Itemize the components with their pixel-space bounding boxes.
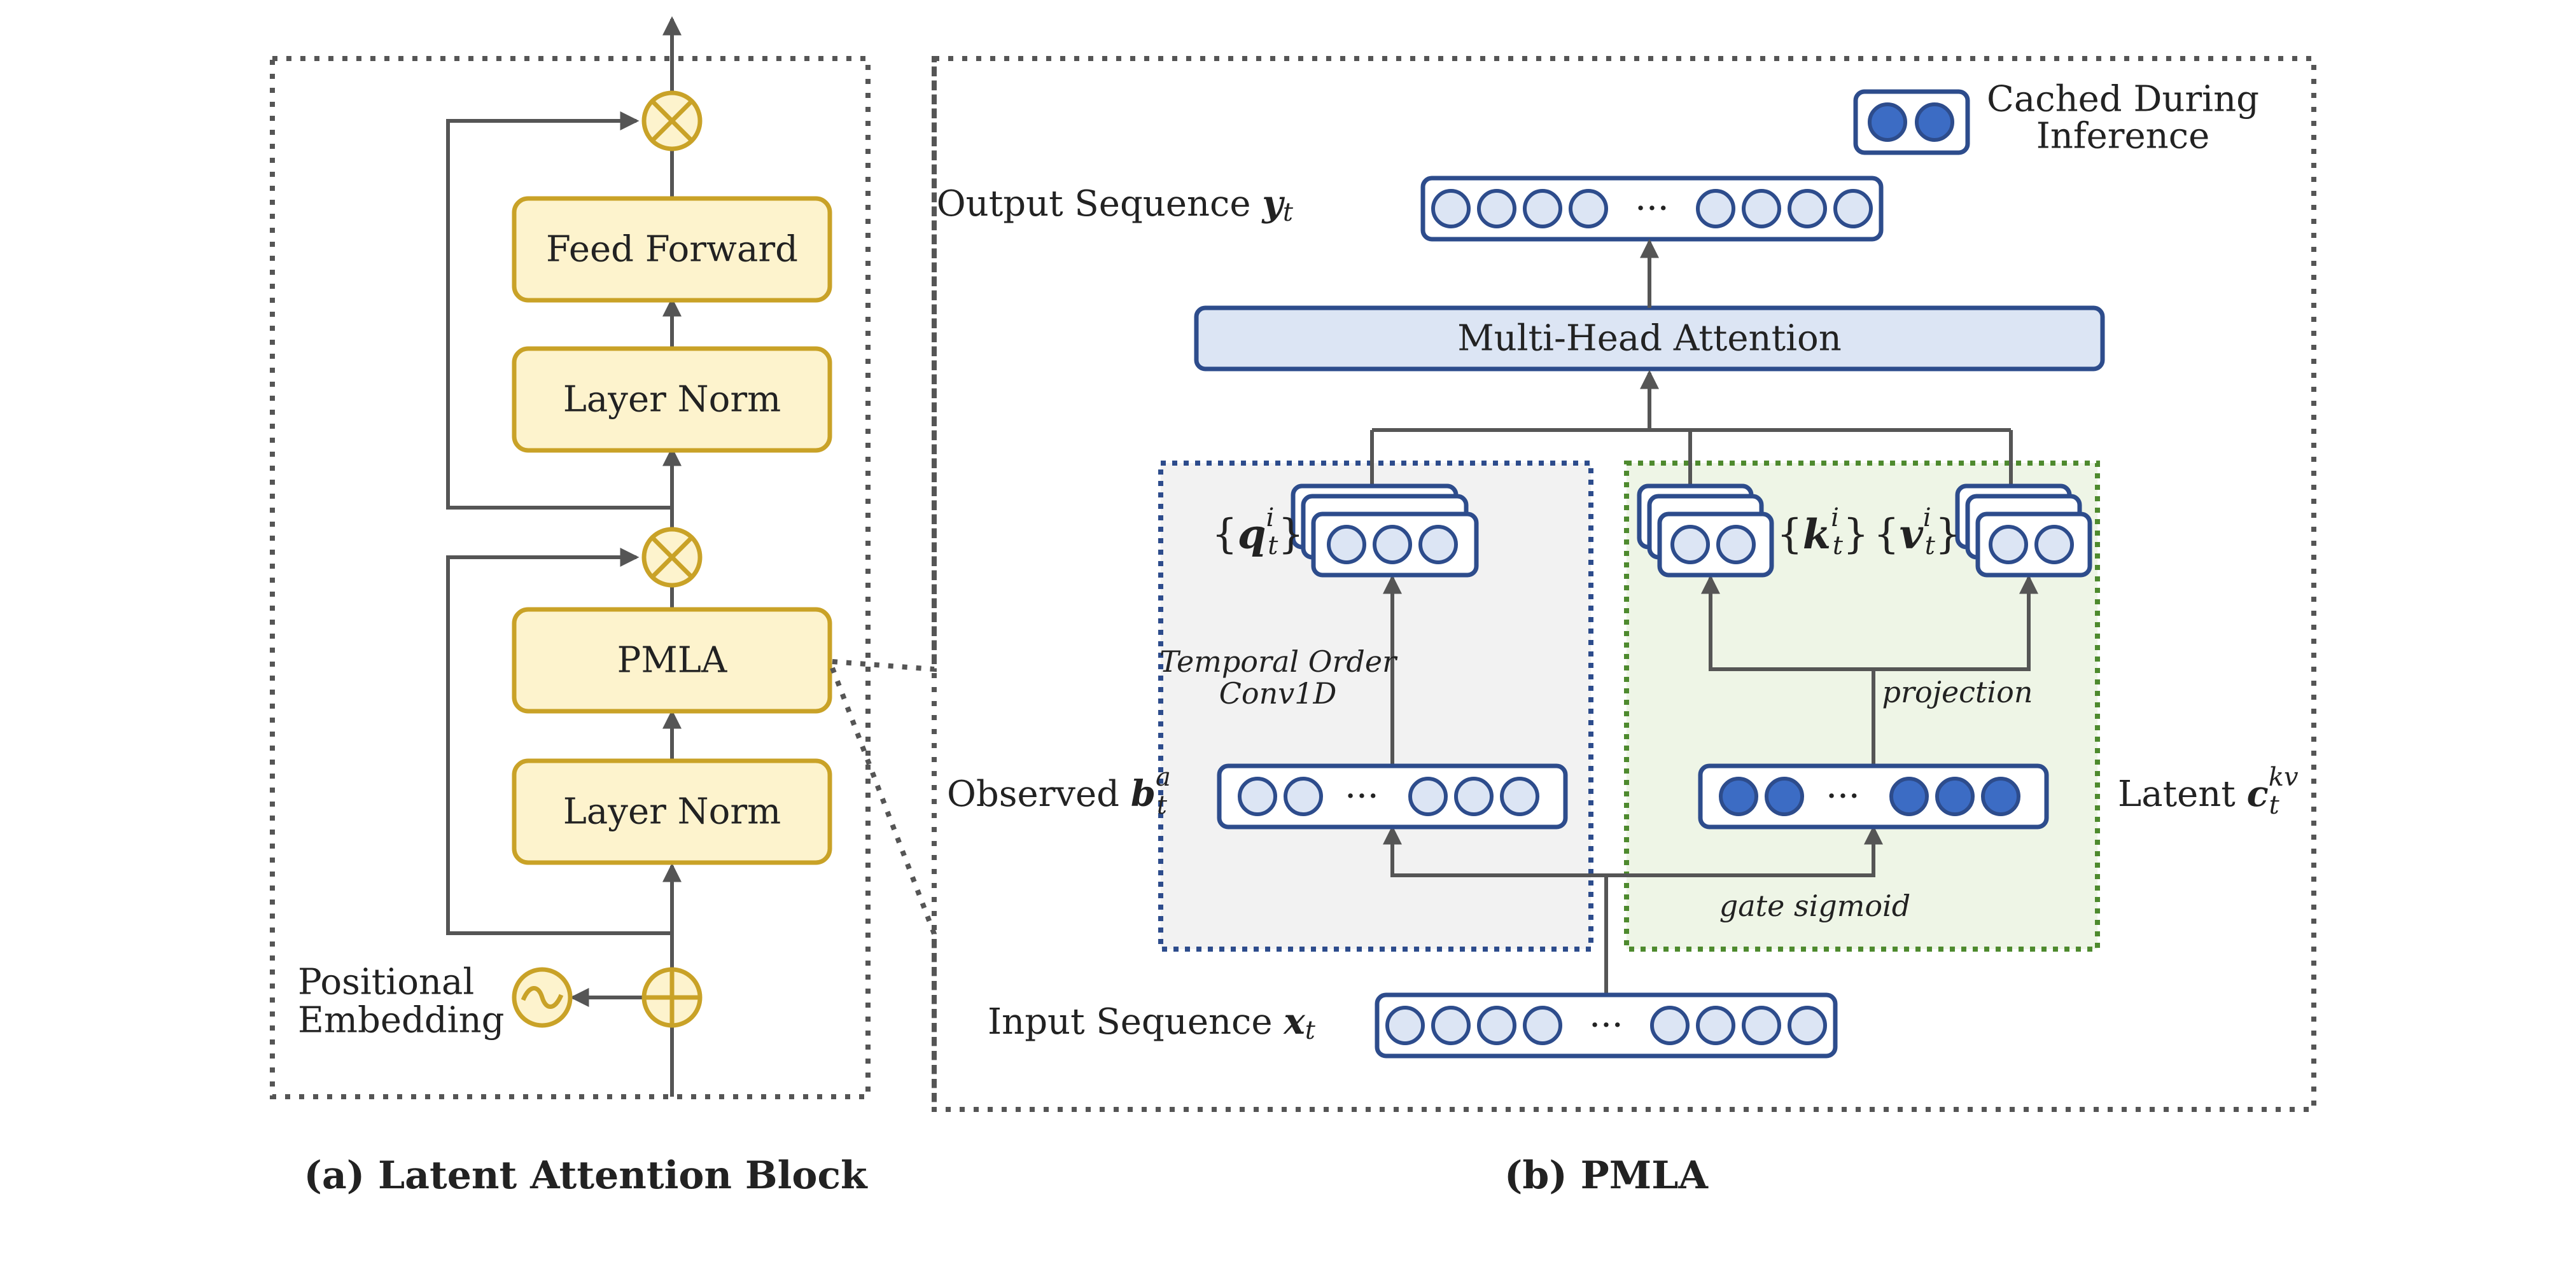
token <box>1523 189 1562 228</box>
token <box>1408 777 1448 816</box>
residual-1 <box>446 548 672 935</box>
feed-forward-block: Feed Forward <box>512 196 832 303</box>
multiply-icon <box>641 527 703 588</box>
panel-a-caption: (a) Latent Attention Block <box>304 1153 868 1198</box>
layer-norm-bottom-block: Layer Norm <box>512 758 832 865</box>
token <box>1477 1006 1516 1045</box>
token <box>2034 525 2074 564</box>
panel-a: Feed Forward Layer Norm PMLA Layer Norm <box>270 16 871 1198</box>
panel-a-connectors <box>446 16 682 1097</box>
token <box>1569 189 1608 228</box>
conv-label-line2: Conv1D <box>1219 676 1337 711</box>
input-to-latent-arrow <box>1606 825 1883 877</box>
projection-to-k-arrow <box>1701 574 1873 671</box>
input-sequence: ··· <box>1375 992 1838 1059</box>
token <box>1523 1006 1562 1045</box>
token <box>1385 1006 1425 1045</box>
panel-b-connectors <box>1370 239 2038 995</box>
residual-2 <box>446 111 672 510</box>
query-stack <box>1291 483 1479 578</box>
token <box>1454 777 1494 816</box>
latent-token <box>1935 777 1975 816</box>
feed-forward-label: Feed Forward <box>546 229 798 270</box>
token <box>1431 189 1471 228</box>
token <box>1284 777 1323 816</box>
token <box>1327 525 1366 564</box>
ellipsis: ··· <box>1826 776 1859 817</box>
output-sequence-label: Output Sequence yt <box>937 183 1294 227</box>
multiply-icon <box>641 90 703 151</box>
latent-token <box>1765 777 1804 816</box>
latent-token <box>1719 777 1758 816</box>
token <box>1833 189 1873 228</box>
token <box>1670 525 1710 564</box>
projection-label: projection <box>1882 675 2033 709</box>
latent-token <box>1868 102 1907 142</box>
latent-token <box>1915 102 1954 142</box>
panel-b-frame <box>932 56 2316 1112</box>
token <box>1788 189 1827 228</box>
output-sequence: ··· <box>1420 176 1884 242</box>
layer-norm-top-block: Layer Norm <box>512 346 832 453</box>
projection-to-v-arrow <box>1873 574 2038 671</box>
positional-embedding-line1: Positional <box>298 962 474 1003</box>
positional-embedding-line2: Embedding <box>298 1000 505 1041</box>
ellipsis: ··· <box>1345 776 1378 817</box>
ellipsis: ··· <box>1589 1005 1623 1046</box>
add-icon <box>641 967 703 1028</box>
layer-norm-top-label: Layer Norm <box>563 379 781 420</box>
token <box>1716 525 1756 564</box>
panel-b: Cached During Inference ··· Output Seque… <box>932 56 2316 1198</box>
pmla-block: PMLA <box>512 607 832 714</box>
input-sequence-label: Input Sequence xt <box>988 1001 1316 1045</box>
token <box>1238 777 1277 816</box>
multi-head-attention-label: Multi-Head Attention <box>1457 318 1842 359</box>
sine-wave-icon <box>512 967 573 1028</box>
value-stack <box>1955 483 2092 578</box>
conv-label-line1: Temporal Order <box>1159 644 1398 679</box>
token <box>1742 1006 1781 1045</box>
observed-bar-group: ··· <box>1217 763 1568 830</box>
legend-label-line1: Cached During <box>1987 79 2259 120</box>
token <box>1477 189 1516 228</box>
ellipsis: ··· <box>1635 188 1669 230</box>
latent-bar-group: ··· <box>1698 763 2049 830</box>
token <box>1696 1006 1735 1045</box>
token <box>1418 525 1458 564</box>
token <box>1788 1006 1827 1045</box>
token <box>1696 189 1735 228</box>
input-to-observed-arrow <box>1383 825 1606 877</box>
pmla-block-label: PMLA <box>617 640 727 681</box>
zoom-connectors <box>830 59 937 1109</box>
token <box>1373 525 1412 564</box>
token <box>1650 1006 1690 1045</box>
panel-b-caption: (b) PMLA <box>1504 1153 1709 1198</box>
latent-token <box>1981 777 2020 816</box>
token <box>1431 1006 1471 1045</box>
key-stack <box>1637 483 1774 578</box>
token <box>1742 189 1781 228</box>
latent-token <box>1889 777 1929 816</box>
legend-label-line2: Inference <box>2036 116 2210 157</box>
legend: Cached During Inference <box>1853 79 2259 157</box>
token <box>1500 777 1539 816</box>
layer-norm-bottom-label: Layer Norm <box>563 791 781 833</box>
gate-sigmoid-label: gate sigmoid <box>1719 889 1910 923</box>
panel-a-frame <box>270 56 871 1099</box>
token <box>1989 525 2028 564</box>
